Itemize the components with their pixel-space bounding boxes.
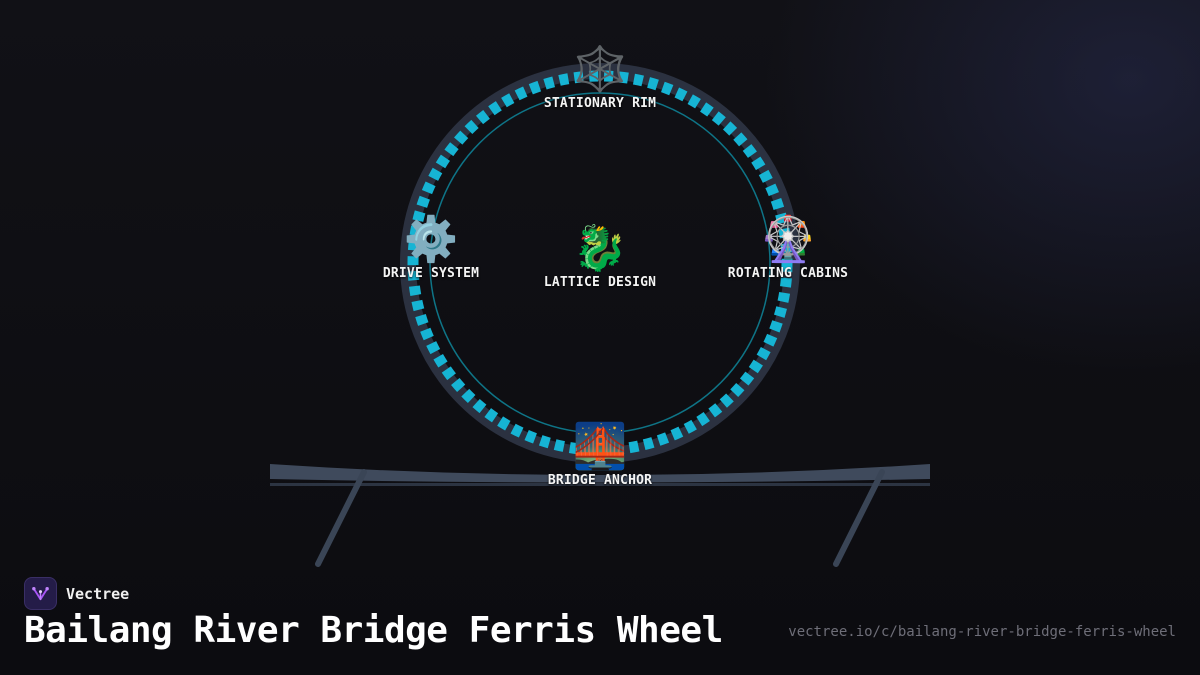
brand[interactable]: Vectree <box>24 577 129 610</box>
wheel-rim-segments <box>407 70 793 456</box>
bridge-deck <box>270 464 930 483</box>
spider-web-icon: 🕸️ <box>572 44 628 95</box>
node-label: ROTATING CABINS <box>727 266 849 281</box>
node-lattice-design[interactable]: 🐉 LATTICE DESIGN <box>543 223 657 291</box>
page-url[interactable]: vectree.io/c/bailang-river-bridge-ferris… <box>788 624 1176 640</box>
bridge-leg-left <box>315 469 367 567</box>
node-drive-system[interactable]: ⚙️ DRIVE SYSTEM <box>382 214 480 282</box>
node-rotating-cabins[interactable]: 🎡 ROTATING CABINS <box>727 214 849 282</box>
node-label: LATTICE DESIGN <box>543 275 657 290</box>
bridge-leg-right <box>833 469 885 567</box>
node-label: BRIDGE ANCHOR <box>547 473 653 488</box>
bridge-at-night-icon: 🌉 <box>572 421 628 472</box>
dragon-icon: 🐉 <box>572 223 628 274</box>
node-label: STATIONARY RIM <box>543 96 657 111</box>
brand-name: Vectree <box>66 584 130 603</box>
ferris-wheel-icon: 🎡 <box>760 214 816 265</box>
page-title: Bailang River Bridge Ferris Wheel <box>24 610 723 651</box>
node-label: DRIVE SYSTEM <box>382 266 480 281</box>
vectree-logo-icon <box>24 577 57 610</box>
node-stationary-rim[interactable]: 🕸️ STATIONARY RIM <box>543 44 657 112</box>
gear-icon: ⚙️ <box>403 214 459 265</box>
node-bridge-anchor[interactable]: 🌉 BRIDGE ANCHOR <box>547 421 653 489</box>
wheel-inner-ring <box>429 92 771 434</box>
